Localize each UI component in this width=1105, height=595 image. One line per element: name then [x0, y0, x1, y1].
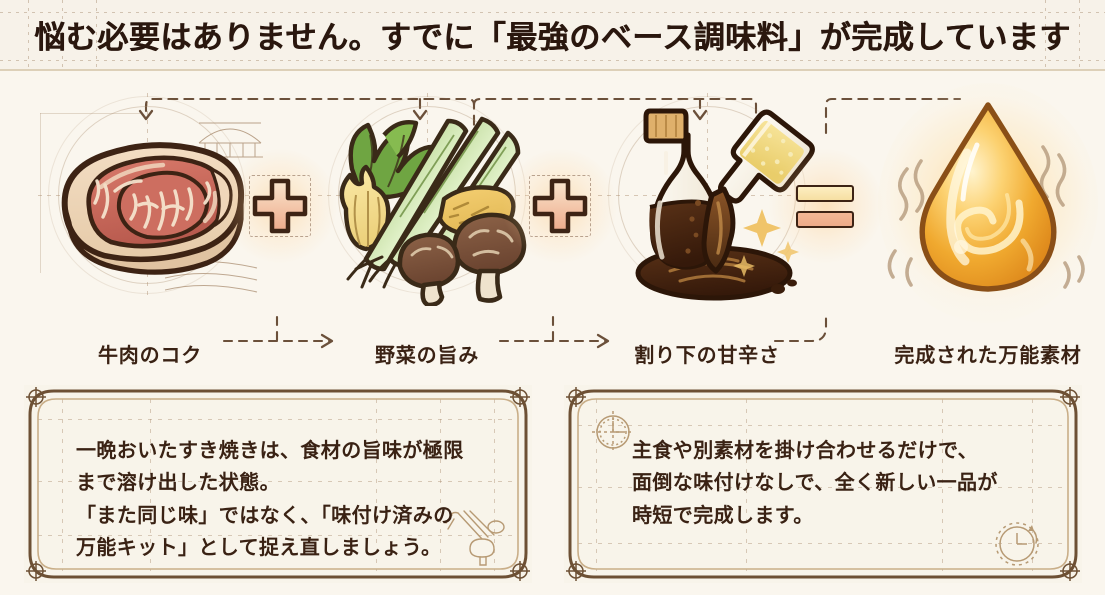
header-grid-line — [1045, 0, 1046, 69]
plus-icon — [532, 178, 588, 234]
vegetable-sketch-icon — [445, 510, 505, 566]
page-title: 悩む必要はありません。すでに「最強のベース調味料」が完成しています — [34, 20, 1071, 55]
operator-plus-2 — [503, 149, 617, 263]
panel-grid-line — [38, 419, 518, 420]
ingredient-flow-row: 牛肉のコク — [0, 71, 1105, 371]
panel-corner-markers — [566, 387, 1080, 581]
header-grid-line — [0, 12, 1105, 13]
operator-glow — [769, 149, 883, 263]
panel-frame — [568, 389, 1078, 579]
panel-grid-line — [578, 425, 1068, 426]
panel-body-text: 主食や別素材を掛け合わせるだけで、 面倒な味付けなしで、全く新しい一品が 時短で… — [632, 440, 998, 527]
flow-node-label: 牛肉のコク — [98, 345, 202, 367]
panel-grid-line — [150, 399, 151, 571]
blueprint-line — [40, 113, 41, 273]
panel-right: 主食や別素材を掛け合わせるだけで、 面倒な味付けなしで、全く新しい一品が 時短で… — [564, 385, 1082, 583]
panel-grid-line — [38, 535, 518, 536]
operator-equals — [769, 149, 883, 263]
panel-grid-line — [38, 481, 518, 482]
clock-icon — [995, 522, 1039, 566]
header-grid-line — [96, 0, 97, 69]
panel-grid-line — [1032, 399, 1033, 571]
operator-dashed-frame — [249, 175, 311, 237]
flow-node-beef: 牛肉のコク — [35, 91, 265, 367]
soy-sauce-bottle-icon — [635, 108, 815, 301]
header-grid-line — [1079, 0, 1080, 69]
golden-drop-icon — [887, 102, 1085, 292]
header-bar: 悩む必要はありません。すでに「最強のベース調味料」が完成しています — [0, 0, 1105, 71]
clock-icon — [592, 411, 634, 453]
plus-icon — [252, 178, 308, 234]
flow-node-result: 完成された万能素材 — [873, 83, 1103, 367]
header-grid-line — [62, 0, 63, 69]
header-grid-line — [28, 0, 29, 69]
beef-steak-icon — [61, 142, 245, 275]
panel-grid-line — [578, 487, 1068, 488]
panel-left: 一晩おいたすき焼きは、食材の旨味が極限 まで溶け出した状態。 「また同じ味」では… — [24, 385, 532, 583]
header-grid-line — [0, 60, 1105, 61]
equals-icon — [796, 185, 854, 202]
flow-node-label: 野菜の旨み — [375, 345, 479, 367]
flow-node-vegetables: 野菜の旨み — [312, 91, 542, 367]
panel-grid-line — [494, 399, 495, 571]
panel-grid-line — [578, 543, 1068, 544]
panel-body-text: 一晩おいたすき焼きは、食材の旨味が極限 まで溶け出した状態。 「また同じ味」では… — [76, 440, 464, 560]
operator-plus-1 — [223, 149, 337, 263]
flow-node-label: 完成された万能素材 — [894, 345, 1082, 367]
panel-grid-line — [62, 399, 63, 571]
panel-grid-line — [376, 399, 377, 571]
vegetables-icon — [339, 116, 527, 306]
panel-frame — [28, 389, 528, 579]
flow-node-label: 割り下の甘辛さ — [634, 345, 780, 367]
flow-node-warishita: 割り下の甘辛さ — [592, 91, 822, 367]
panel-grid-line — [942, 399, 943, 571]
panel-grid-line — [440, 399, 441, 571]
blueprint-circle — [48, 96, 246, 294]
panel-corner-markers — [26, 387, 530, 581]
equals-icon — [796, 211, 854, 228]
panel-grid-line — [596, 399, 597, 571]
blueprint-line — [40, 113, 140, 114]
operator-dashed-frame — [529, 175, 591, 237]
panel-grid-line — [746, 399, 747, 571]
